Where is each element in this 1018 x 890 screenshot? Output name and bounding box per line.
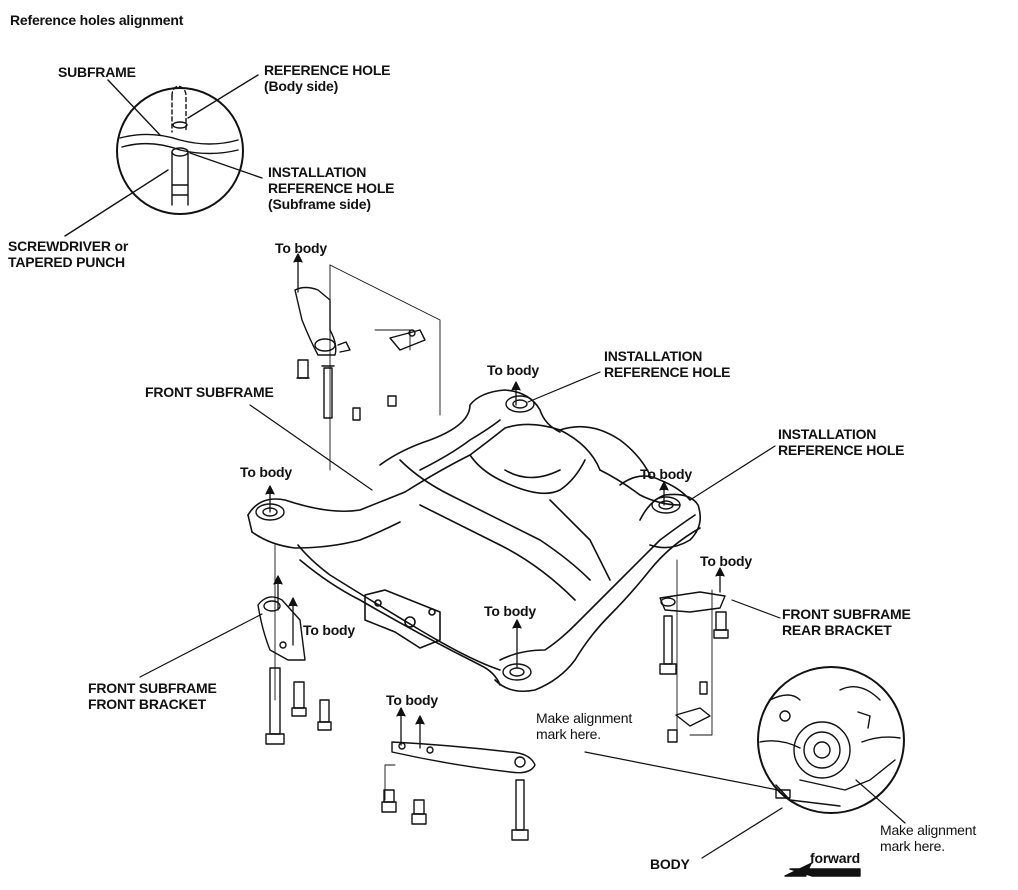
label-to-body-8: To body [386, 692, 438, 708]
label-front-subframe-front-bracket: FRONT SUBFRAME FRONT BRACKET [88, 680, 217, 712]
label-to-body-4: To body [640, 466, 692, 482]
inset-detail-circle [116, 85, 244, 215]
label-front-subframe: FRONT SUBFRAME [145, 384, 274, 400]
front-bracket-left [257, 596, 332, 745]
label-alignment-mark-1: Make alignment mark here. [536, 710, 633, 742]
label-to-body-1: To body [275, 240, 327, 256]
label-subframe: SUBFRAME [58, 64, 136, 80]
label-screwdriver: SCREWDRIVER or TAPERED PUNCH [8, 238, 129, 270]
mount-rings [255, 395, 681, 681]
label-to-body-5: To body [700, 553, 752, 569]
front-subframe-shape [247, 389, 701, 693]
label-to-body-3: To body [240, 464, 292, 480]
label-reference-hole: REFERENCE HOLE (Body side) [264, 62, 391, 94]
label-front-subframe-rear-bracket: FRONT SUBFRAME REAR BRACKET [782, 606, 911, 638]
label-to-body-7: To body [303, 622, 355, 638]
upper-left-bracket [294, 286, 426, 421]
label-forward: forward [810, 850, 860, 866]
lower-bar-bracket [381, 741, 536, 841]
label-installation-reference-hole-2: INSTALLATION REFERENCE HOLE [778, 426, 905, 458]
page-title: Reference holes alignment [10, 12, 184, 28]
label-to-body-6: To body [484, 603, 536, 619]
label-installation-reference-hole-1: INSTALLATION REFERENCE HOLE [604, 348, 731, 380]
alignment-guide-lines [274, 264, 713, 801]
label-to-body-2: To body [487, 362, 539, 378]
alignment-detail-circle [757, 666, 905, 814]
label-body: BODY [650, 856, 690, 872]
label-installation-reference-hole-inset: INSTALLATION REFERENCE HOLE (Subframe si… [268, 164, 395, 212]
rear-bracket-right [659, 591, 729, 743]
label-alignment-mark-2: Make alignment mark here. [880, 822, 977, 854]
